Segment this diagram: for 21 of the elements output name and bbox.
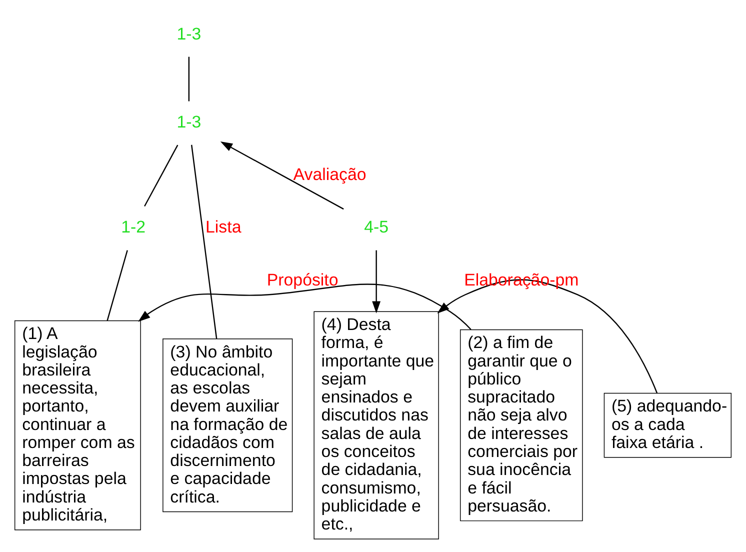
edge-label: Propósito [266, 270, 338, 290]
node-box: (2) a fim de garantir que o público supracitado não seja alvo de interesses comerciais por sua inocência e fácil persuasão. [460, 329, 583, 522]
arrow [372, 250, 381, 314]
arrow [138, 284, 472, 330]
connector [188, 56, 190, 102]
edge-label: Lista [206, 218, 242, 237]
node-text: 1-3 [176, 24, 202, 44]
node-text: 1-2 [121, 218, 146, 237]
arrow [220, 142, 344, 210]
arrow [437, 279, 658, 394]
connector [144, 144, 178, 207]
edge-label: Avaliação [293, 165, 366, 184]
node-box: (4) Desta forma, é importante que sejam ensinados e discutidos nas salas de aula os conceitos de cidadania, consumismo, publicidade e etc., [314, 311, 439, 540]
node-text: 1-3 [176, 112, 202, 132]
node-text: 4-5 [364, 218, 389, 237]
connector [191, 144, 218, 339]
edge-label: Elaboração-pm [464, 270, 579, 290]
node-box: (1) A legislação brasileira necessita, portanto, continuar a romper com as barreiras impostas pela indústria publicitária, [14, 320, 141, 530]
connector [106, 250, 128, 321]
node-box: (3) No âmbito educacional, as escolas devem auxiliar na formação de cidadãos com discernimento e capacidade crítica. [162, 338, 293, 512]
node-box: (5) adequando-os a cada faixa etária . [604, 392, 732, 458]
